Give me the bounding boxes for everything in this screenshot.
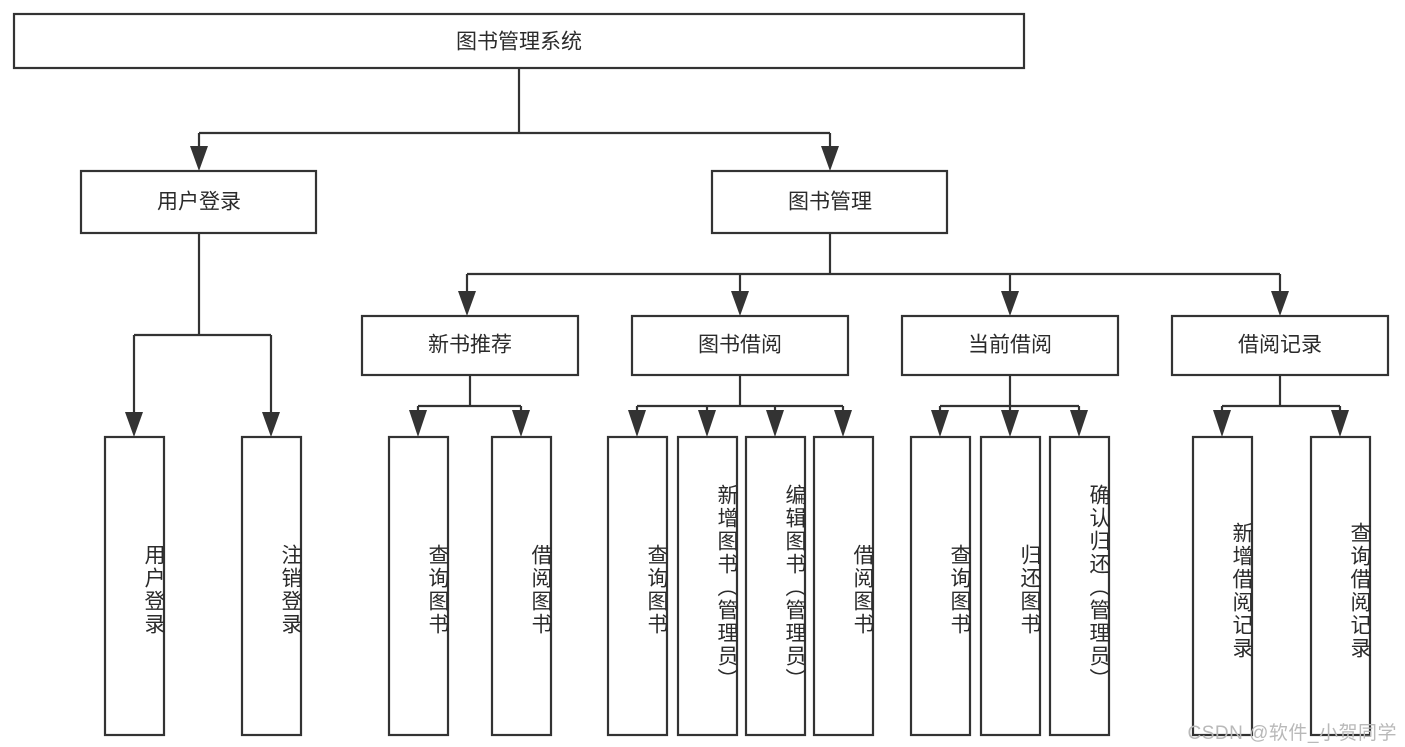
arrow-current-leaf-3 [1070, 410, 1088, 437]
arrow-borrow-leaf-3 [766, 410, 784, 437]
connector-group-book-mgmt [458, 233, 1289, 316]
arrow-bm-to-new [458, 291, 476, 316]
label-new-book-recommend: 新书推荐 [428, 334, 512, 357]
leaf-borrow-records-2[interactable] [1309, 435, 1372, 737]
node-root-system[interactable] [12, 12, 1026, 70]
leaf-borrow-records-1[interactable] [1191, 435, 1254, 737]
leaf-new-book-2[interactable] [490, 435, 553, 737]
connector-group-current-borrow [931, 375, 1088, 437]
arrow-borrow-leaf-4 [834, 410, 852, 437]
arrow-current-leaf-2 [1001, 410, 1019, 437]
connector-group-new-book [409, 375, 530, 437]
leaf-book-borrow-1[interactable] [606, 435, 669, 737]
label-root-system: 图书管理系统 [456, 31, 582, 54]
node-new-book-recommend[interactable] [360, 314, 580, 377]
leaf-book-borrow-2[interactable] [676, 435, 739, 737]
connector-group-root [190, 68, 839, 171]
leaf-user-login-2[interactable] [240, 435, 303, 737]
watermark-text: CSDN @软件_小贺同学 [1187, 723, 1397, 744]
arrow-new-leaf-2 [512, 410, 530, 437]
leaf-user-login-1[interactable] [103, 435, 166, 737]
arrow-user-login-leaf-1 [125, 412, 143, 437]
leaf-current-borrow-2[interactable] [979, 435, 1042, 737]
arrow-records-leaf-2 [1331, 410, 1349, 437]
label-current-borrow: 当前借阅 [968, 334, 1052, 357]
leaf-book-borrow-3[interactable] [744, 435, 807, 737]
arrow-records-leaf-1 [1213, 410, 1231, 437]
arrow-borrow-leaf-1 [628, 410, 646, 437]
arrow-bm-to-current [1001, 291, 1019, 316]
node-book-management[interactable] [710, 169, 949, 235]
connector-group-user-login [125, 233, 280, 437]
node-user-login[interactable] [79, 169, 318, 235]
label-book-management: 图书管理 [788, 191, 872, 214]
arrow-borrow-leaf-2 [698, 410, 716, 437]
arrow-root-to-user-login [190, 146, 208, 171]
leaf-book-borrow-4[interactable] [812, 435, 875, 737]
label-user-login: 用户登录 [157, 191, 241, 214]
connector-group-borrow-records [1213, 375, 1349, 437]
label-book-borrow: 图书借阅 [698, 334, 782, 357]
arrow-bm-to-records [1271, 291, 1289, 316]
arrow-bm-to-borrow [731, 291, 749, 316]
node-book-borrow[interactable] [630, 314, 850, 377]
arrow-user-login-leaf-2 [262, 412, 280, 437]
label-borrow-records: 借阅记录 [1238, 334, 1322, 357]
connector-group-book-borrow [628, 375, 852, 437]
node-current-borrow[interactable] [900, 314, 1120, 377]
arrow-new-leaf-1 [409, 410, 427, 437]
leaf-new-book-1[interactable] [387, 435, 450, 737]
arrow-root-to-book-mgmt [821, 146, 839, 171]
leaf-current-borrow-1[interactable] [909, 435, 972, 737]
node-borrow-records[interactable] [1170, 314, 1390, 377]
leaf-current-borrow-3[interactable] [1048, 435, 1111, 737]
arrow-current-leaf-1 [931, 410, 949, 437]
